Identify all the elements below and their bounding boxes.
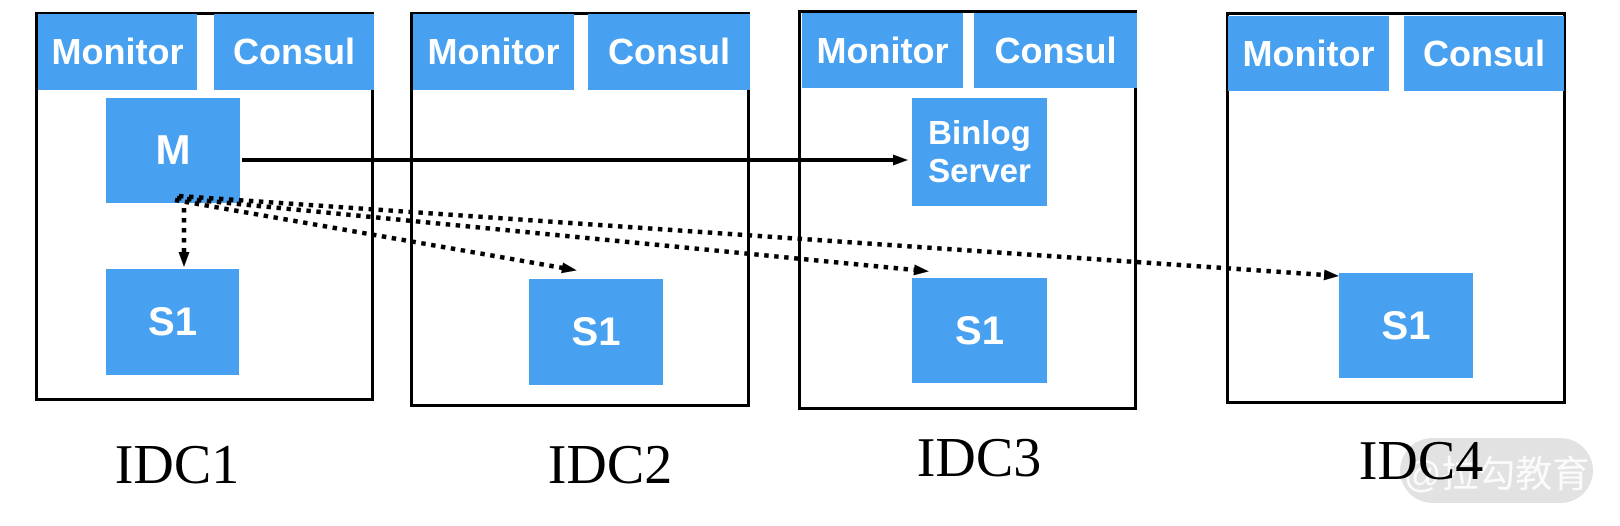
watermark-text: @拉勾教育 bbox=[1403, 453, 1590, 495]
idc2-consul-box: Consul bbox=[588, 14, 750, 90]
idc1-monitor-label: Monitor bbox=[51, 31, 184, 73]
idc2-monitor-label: Monitor bbox=[427, 31, 560, 73]
idc1-consul-box: Consul bbox=[214, 14, 374, 90]
idc2-monitor-box: Monitor bbox=[413, 14, 574, 90]
idc3-slave-node: S1 bbox=[912, 278, 1047, 383]
idc1-label: IDC1 bbox=[114, 434, 240, 496]
idc3-binlog-server-label: Binlog Server bbox=[928, 114, 1031, 189]
idc2-slave-node: S1 bbox=[529, 279, 663, 385]
idc1-slave-label: S1 bbox=[148, 300, 197, 344]
idc1-slave-node: S1 bbox=[106, 269, 239, 375]
idc3-monitor-label: Monitor bbox=[816, 29, 949, 71]
idc4-monitor-box: Monitor bbox=[1228, 16, 1389, 91]
idc3-binlog-server-node: Binlog Server bbox=[912, 98, 1047, 206]
idc1-master-node: M bbox=[106, 98, 240, 203]
idc3-label: IDC3 bbox=[916, 427, 1042, 489]
idc3-monitor-box: Monitor bbox=[802, 13, 963, 88]
idc4-slave-node: S1 bbox=[1339, 273, 1473, 378]
idc4-consul-label: Consul bbox=[1423, 32, 1545, 74]
idc3-consul-box: Consul bbox=[974, 13, 1137, 88]
idc4-consul-box: Consul bbox=[1404, 16, 1564, 91]
idc2-slave-label: S1 bbox=[571, 310, 621, 354]
idc1-master-label: M bbox=[155, 126, 191, 174]
idc1-monitor-box: Monitor bbox=[38, 14, 197, 90]
idc4-label: IDC4 bbox=[1358, 430, 1484, 492]
watermark-badge: @拉勾教育 bbox=[1400, 438, 1593, 503]
idc3-slave-label: S1 bbox=[955, 308, 1004, 353]
idc3-consul-label: Consul bbox=[994, 29, 1117, 71]
idc1-consul-label: Consul bbox=[233, 31, 355, 73]
idc2-consul-label: Consul bbox=[608, 31, 730, 73]
idc2-label: IDC2 bbox=[547, 434, 673, 496]
idc4-monitor-label: Monitor bbox=[1242, 32, 1375, 74]
idc4-slave-label: S1 bbox=[1381, 303, 1431, 348]
